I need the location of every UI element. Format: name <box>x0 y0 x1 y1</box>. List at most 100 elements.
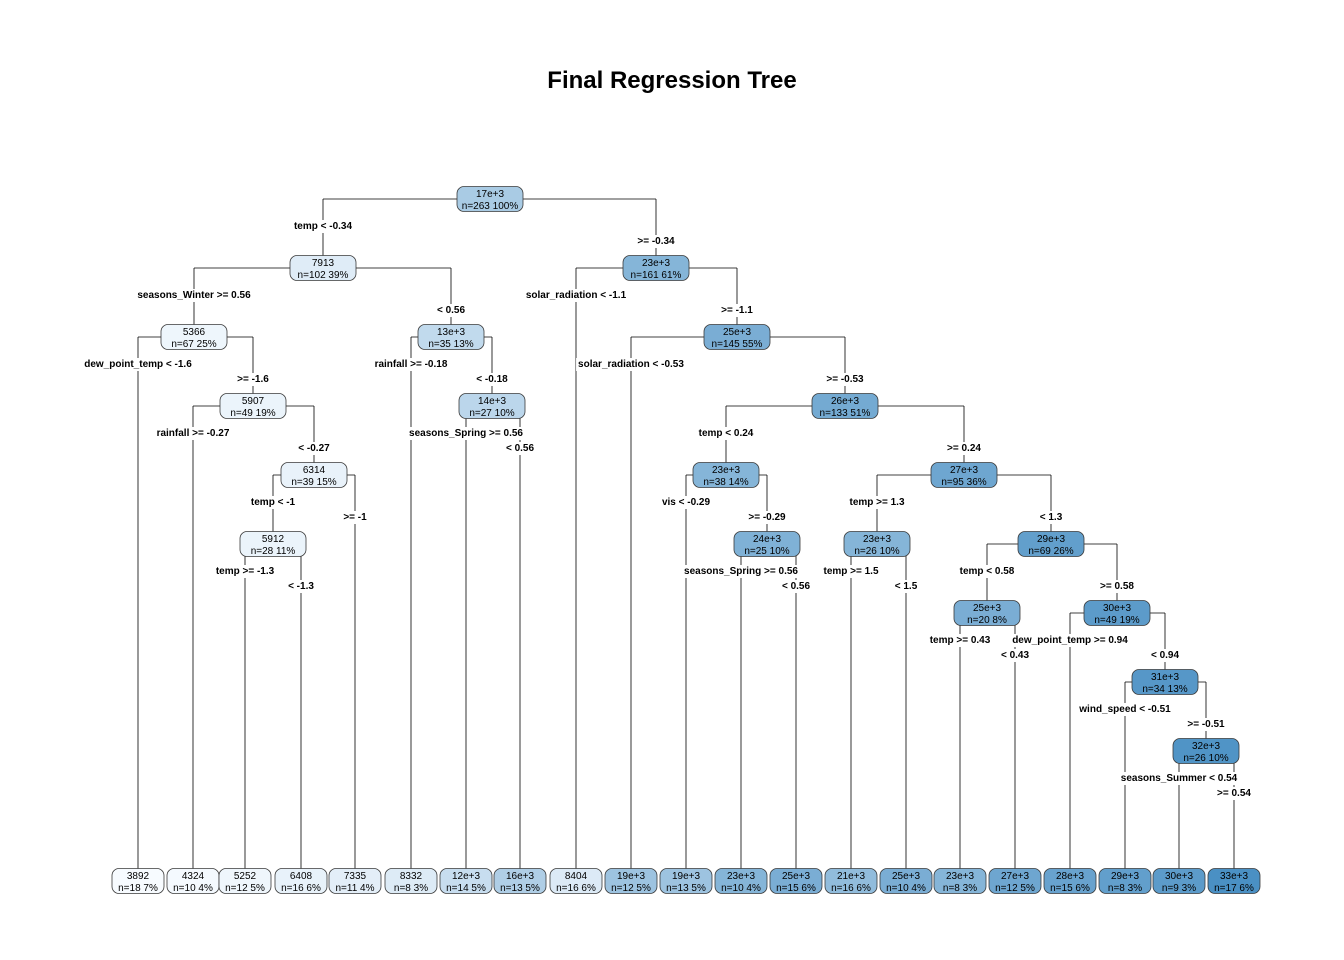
split-label: >= -0.34 <box>637 236 675 247</box>
split-label-bg <box>1215 787 1254 800</box>
node-value: 32e+3 <box>1192 741 1221 752</box>
node-box <box>456 186 524 212</box>
node-box <box>933 868 987 894</box>
split-label-bg <box>82 358 195 371</box>
node-box <box>811 393 879 419</box>
node-info: n=49 19% <box>1094 615 1139 626</box>
node-box <box>160 324 228 350</box>
split-node: 30e+3n=49 19% <box>1083 600 1151 626</box>
node-info: n=161 61% <box>631 270 682 281</box>
node-value: 8404 <box>565 871 588 882</box>
split-label: wind_speed < -0.51 <box>1078 704 1171 715</box>
split-label-bg <box>779 580 813 593</box>
split-label: >= 0.54 <box>1217 788 1251 799</box>
diagram-title: Final Regression Tree <box>547 67 796 94</box>
split-label-bg <box>998 649 1032 662</box>
node-info: n=145 55% <box>712 339 763 350</box>
node-info: n=12 5% <box>225 883 265 894</box>
split-label: >= -0.51 <box>1187 719 1225 730</box>
node-value: 24e+3 <box>753 534 782 545</box>
split-node: 25e+3n=145 55% <box>703 324 771 350</box>
node-box <box>824 868 878 894</box>
node-value: 23e+3 <box>863 534 892 545</box>
split-label-bg <box>927 634 993 647</box>
split-label: temp < -1 <box>251 497 296 508</box>
node-value: 30e+3 <box>1165 871 1194 882</box>
split-node: 23e+3n=26 10% <box>843 531 911 557</box>
split-label-bg <box>821 565 881 578</box>
split-label: >= 0.24 <box>947 443 981 454</box>
node-value: 12e+3 <box>452 871 481 882</box>
node-box <box>328 868 382 894</box>
split-label: dew_point_temp >= 0.94 <box>1012 635 1128 646</box>
split-node: 26e+3n=133 51% <box>811 393 879 419</box>
split-label: temp >= 1.5 <box>823 566 878 577</box>
split-label-bg <box>1148 649 1182 662</box>
node-value: 5907 <box>242 396 265 407</box>
node-value: 29e+3 <box>1037 534 1066 545</box>
node-info: n=14 5% <box>446 883 486 894</box>
node-value: 16e+3 <box>506 871 535 882</box>
node-value: 31e+3 <box>1151 672 1180 683</box>
node-info: n=27 10% <box>469 408 514 419</box>
split-label: seasons_Winter >= 0.56 <box>137 290 251 301</box>
split-label-bg <box>503 442 537 455</box>
node-value: 4324 <box>182 871 205 882</box>
node-box <box>111 868 165 894</box>
node-value: 6408 <box>290 871 313 882</box>
node-value: 17e+3 <box>476 189 505 200</box>
node-info: n=12 5% <box>995 883 1035 894</box>
node-value: 19e+3 <box>672 871 701 882</box>
leaf-node: 25e+3n=15 6% <box>769 868 823 894</box>
node-box <box>384 868 438 894</box>
node-value: 23e+3 <box>642 258 671 269</box>
node-value: 23e+3 <box>712 465 741 476</box>
split-label-bg <box>135 289 254 302</box>
leaf-node: 28e+3n=15 6% <box>1043 868 1097 894</box>
split-node: 25e+3n=20 8% <box>953 600 1021 626</box>
split-label-bg <box>635 235 678 248</box>
split-label: vis < -0.29 <box>662 497 711 508</box>
leaf-node: 23e+3n=10 4% <box>714 868 768 894</box>
split-label: rainfall >= -0.27 <box>157 428 230 439</box>
split-label-bg <box>291 220 355 233</box>
node-value: 23e+3 <box>727 871 756 882</box>
node-box <box>733 531 801 557</box>
split-label-bg <box>945 442 984 455</box>
split-node: 23e+3n=38 14% <box>692 462 760 488</box>
leaf-node: 19e+3n=12 5% <box>604 868 658 894</box>
node-box <box>417 324 485 350</box>
split-label-bg <box>746 511 789 524</box>
split-node: 31e+3n=34 13% <box>1131 669 1199 695</box>
node-info: n=18 7% <box>118 883 158 894</box>
split-node: 17e+3n=263 100% <box>456 186 524 212</box>
node-info: n=13 5% <box>500 883 540 894</box>
node-info: n=133 51% <box>820 408 871 419</box>
node-info: n=102 39% <box>298 270 349 281</box>
split-label: < 0.56 <box>506 443 535 454</box>
split-label-bg <box>682 565 801 578</box>
split-node: 13e+3n=35 13% <box>417 324 485 350</box>
split-label-bg <box>659 496 713 509</box>
node-info: n=49 19% <box>230 408 275 419</box>
node-info: n=10 4% <box>173 883 213 894</box>
node-value: 14e+3 <box>478 396 507 407</box>
split-node: 32e+3n=26 10% <box>1172 738 1240 764</box>
node-box <box>1098 868 1152 894</box>
node-value: 23e+3 <box>946 871 975 882</box>
split-label-bg <box>824 373 867 386</box>
node-value: 27e+3 <box>1001 871 1030 882</box>
node-box <box>1152 868 1206 894</box>
node-box <box>218 868 272 894</box>
split-label: seasons_Summer < 0.54 <box>1121 773 1238 784</box>
split-node: 23e+3n=161 61% <box>622 255 690 281</box>
node-info: n=10 4% <box>721 883 761 894</box>
node-box <box>622 255 690 281</box>
split-label-bg <box>576 358 687 371</box>
leaf-node: 27e+3n=12 5% <box>988 868 1042 894</box>
node-info: n=25 10% <box>744 546 789 557</box>
split-label: < 1.5 <box>895 581 918 592</box>
